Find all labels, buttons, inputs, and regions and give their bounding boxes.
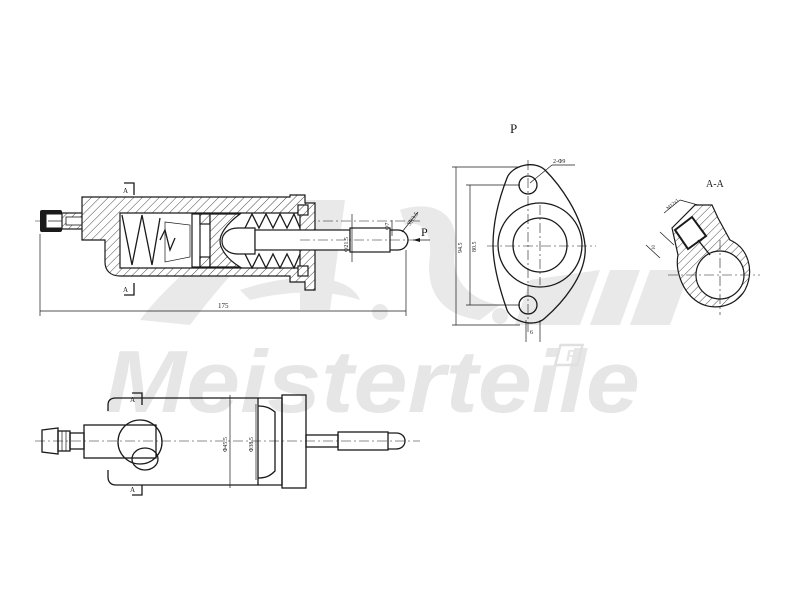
section-mark-a-top: A: [123, 187, 128, 195]
side-bleed-cap: [41, 427, 59, 455]
watermark: Meisterteile R: [105, 200, 690, 431]
depth-label: 10: [652, 245, 657, 251]
side-port-block: [83, 424, 157, 459]
side-section-mark-top: A: [130, 396, 135, 404]
registered-mark: R: [566, 348, 578, 365]
flange-boss-outer: [497, 202, 583, 288]
side-section-mark-bottom: A: [130, 486, 135, 494]
flange-view-p: P 2-Φ9 94.5 80.5 6: [452, 121, 596, 342]
side-port-boss: [117, 419, 163, 465]
thread-label: M12x1: [666, 198, 681, 211]
registered-mark-box: [553, 343, 585, 367]
holes-callout: 2-Φ9: [553, 159, 565, 165]
piston: [209, 213, 243, 268]
body-diameter-label: Φ45.5: [223, 437, 229, 452]
side-port-hole: [131, 447, 159, 471]
return-spring: [121, 214, 161, 266]
section-a-a-view: A-A M12x1 10: [645, 179, 760, 315]
thickness-label: 6: [530, 330, 533, 336]
section-mark-a-bottom: A: [123, 286, 128, 294]
bore-diameter-label: Φ38.5: [249, 437, 255, 452]
overall-length-label: 175: [218, 302, 229, 310]
piston-plate: [191, 213, 201, 268]
tip-diameter-label: Φ7: [385, 223, 391, 230]
rod-diameter-label: Φ21.5: [344, 237, 350, 252]
side-body: [107, 397, 259, 486]
view-arrow-label: P: [421, 225, 428, 239]
outer-height-label: 94.5: [458, 243, 464, 254]
flange-outline: [492, 164, 586, 324]
longitudinal-section-view: A A 175 Φ21.5 Φ7 SR3.5 P: [35, 182, 430, 316]
hole-spacing-label: 80.5: [472, 242, 478, 253]
side-view: A A Φ45.5 Φ38.5: [35, 392, 420, 496]
dust-boot: [244, 212, 301, 230]
watermark-brand: Meisterteile: [105, 332, 640, 431]
flange-view-title: P: [510, 121, 517, 136]
section-aa-title: A-A: [706, 179, 725, 190]
